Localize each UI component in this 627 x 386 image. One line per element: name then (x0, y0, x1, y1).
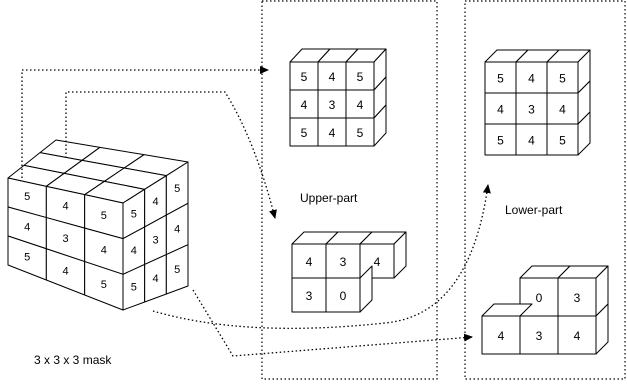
upper-full-cell-value: 3 (329, 98, 336, 112)
mask-side-value: 5 (174, 183, 180, 195)
arrow-lower-full (152, 184, 491, 329)
lower-full-cell-value: 4 (497, 103, 504, 117)
lower-partial-cell-value: 3 (574, 291, 581, 305)
lower-full-cell-value: 5 (497, 134, 504, 148)
lower-partial-cell-value: 4 (498, 329, 505, 343)
mask-front-value: 4 (62, 201, 68, 213)
lower-partial-cell-front-face (557, 315, 597, 355)
upper-full-cell-value: 5 (357, 70, 364, 84)
mask-front-value: 4 (24, 221, 30, 233)
upper-full-cell-value: 5 (357, 126, 364, 140)
lower-full-cell-value: 4 (528, 72, 535, 86)
upper-full-cell-value: 4 (357, 98, 364, 112)
arrow-upper-partial (65, 91, 277, 219)
lower-full-cell-value: 5 (559, 72, 566, 86)
upper-partial-cell-value: 3 (340, 255, 347, 269)
mask-front-value: 5 (101, 210, 107, 222)
upper-partial-cell-value: 4 (306, 255, 313, 269)
upper-part-label: Upper-part (300, 191, 358, 205)
lower-part-label: Lower-part (505, 203, 563, 217)
mask-side-value: 4 (174, 223, 180, 235)
mask-front-value: 3 (62, 233, 68, 245)
arrow-upper-full (21, 66, 269, 178)
upper-part-region (261, 0, 438, 380)
upper-partial-cell-value: 0 (340, 289, 347, 303)
lower-part-region (464, 0, 626, 380)
mask-front-value: 5 (24, 191, 30, 203)
lower-full-cell-value: 4 (559, 103, 566, 117)
mask-front-value: 5 (24, 251, 30, 263)
upper-partial-notch (359, 265, 373, 313)
mask-side-value: 5 (174, 264, 180, 276)
lower-partial-cell-value: 4 (574, 329, 581, 343)
mask-label: 3 x 3 x 3 mask (34, 353, 112, 367)
mask-side-value: 4 (131, 245, 137, 257)
mask-front-value: 5 (101, 279, 107, 291)
mask-side-cell (165, 244, 189, 295)
mask-side-value: 5 (131, 282, 137, 294)
upper-partial-cell-value: 4 (374, 255, 381, 269)
arrow-lower-partial (192, 289, 473, 357)
mask-side-value: 4 (152, 273, 158, 285)
lower-full-cell-value: 5 (497, 72, 504, 86)
lower-full-cell-front-face (546, 123, 579, 156)
upper-full-cell-value: 5 (301, 70, 308, 84)
lower-full-cell-value: 5 (559, 134, 566, 148)
upper-full-cell-value: 4 (301, 98, 308, 112)
upper-full-cell-front-face (345, 117, 375, 147)
lower-full-cell-value: 3 (528, 103, 535, 117)
lower-partial-cell-value: 0 (536, 291, 543, 305)
upper-full-cell-value: 4 (329, 70, 336, 84)
lower-full-cell-value: 4 (528, 134, 535, 148)
mask-front-value: 4 (62, 265, 68, 277)
upper-partial-cell-value: 3 (306, 289, 313, 303)
lower-partial-cell-value: 3 (536, 329, 543, 343)
mask-front-value: 4 (101, 245, 107, 257)
mask-side-value: 4 (152, 196, 158, 208)
mask-side-value: 5 (131, 208, 137, 220)
mask-side-value: 3 (152, 234, 158, 246)
upper-full-cell-value: 5 (301, 126, 308, 140)
upper-full-cell-value: 4 (329, 126, 336, 140)
